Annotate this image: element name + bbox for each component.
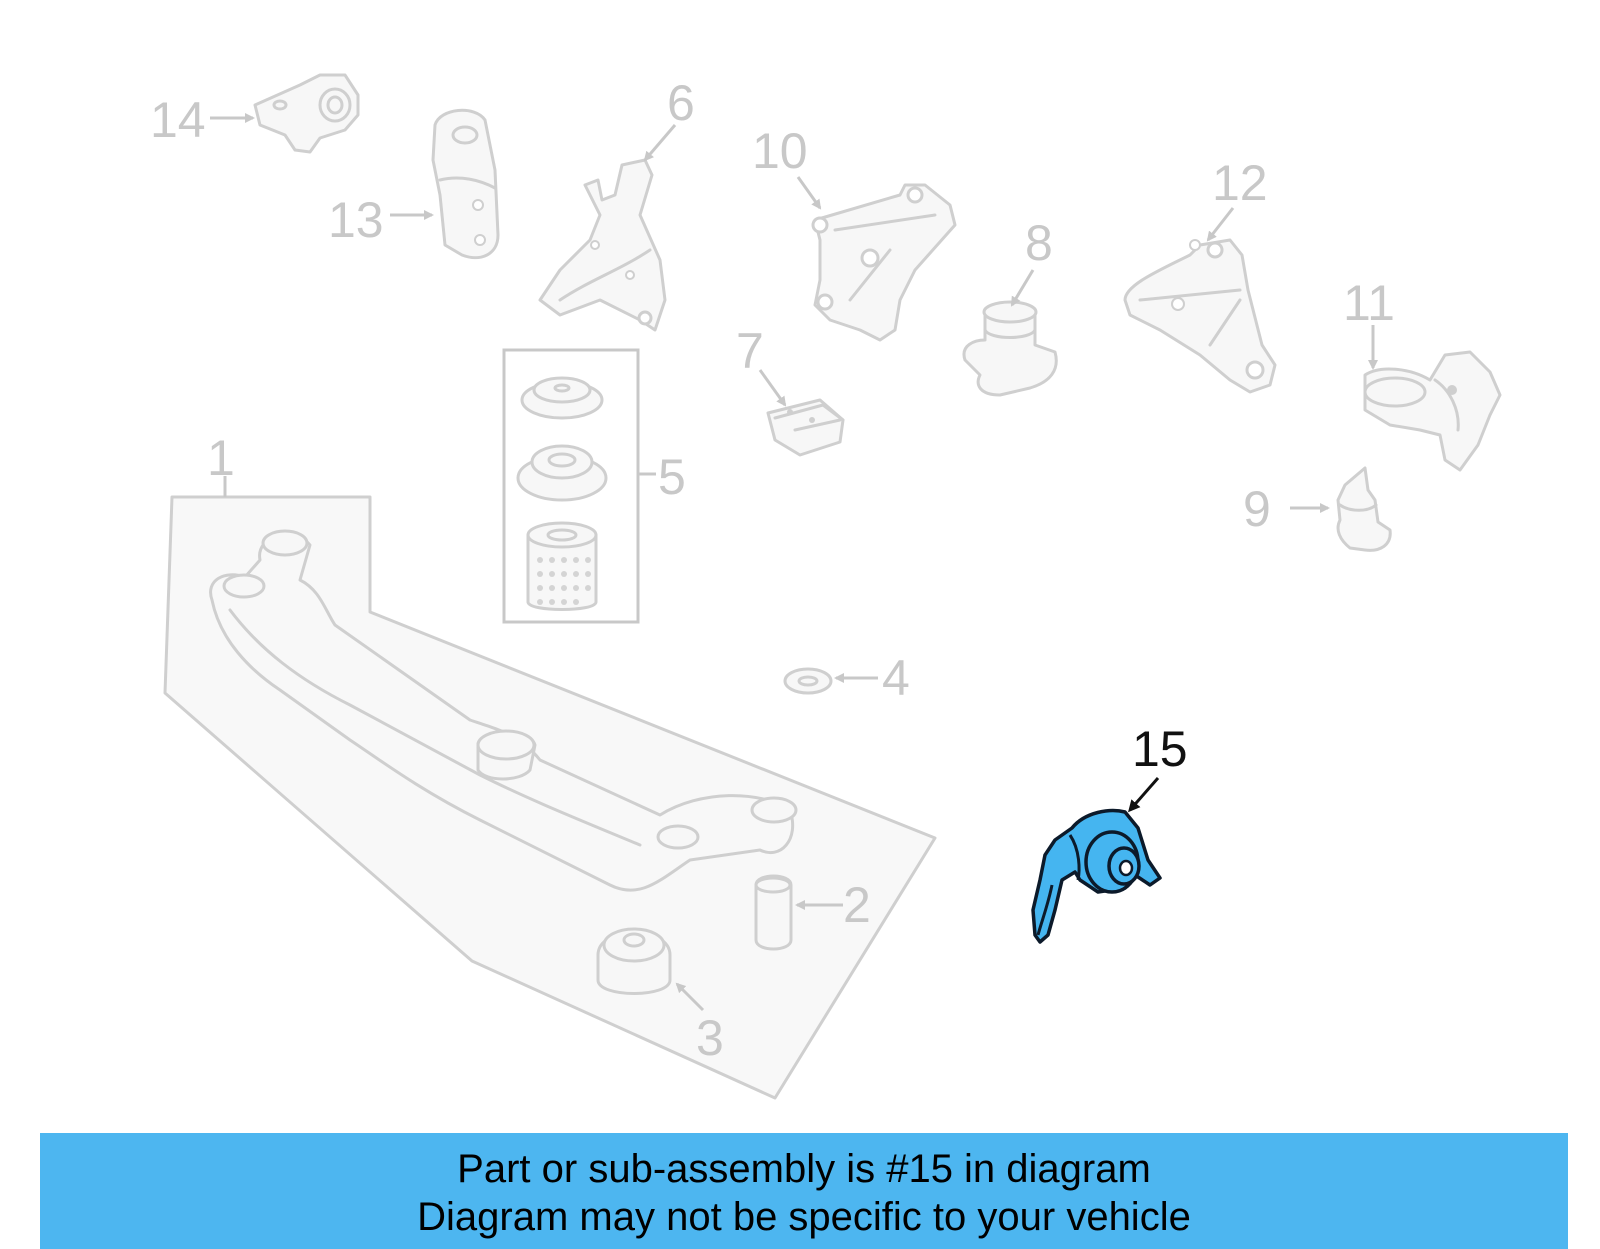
info-banner: Part or sub-assembly is #15 in diagram D… — [40, 1133, 1568, 1249]
part-12-bracket: 12 — [1123, 155, 1277, 394]
callout-10: 10 — [752, 123, 808, 179]
part-9-mount: 9 — [1243, 466, 1392, 552]
part-5-bushing-kit: 5 — [502, 348, 686, 624]
banner-line-1: Part or sub-assembly is #15 in diagram — [457, 1147, 1151, 1191]
part-2-bushing: 2 — [754, 874, 871, 951]
banner-line-2: Diagram may not be specific to your vehi… — [417, 1195, 1191, 1239]
callout-14: 14 — [150, 92, 206, 148]
callout-6: 6 — [667, 75, 695, 131]
part-7-block: 7 — [736, 323, 845, 457]
callout-9: 9 — [1243, 481, 1271, 537]
part-1-crossmember: 1 — [163, 430, 937, 1100]
part-11-mount: 11 — [1343, 275, 1502, 472]
callout-7: 7 — [736, 323, 764, 379]
callout-5: 5 — [658, 449, 686, 505]
part-8-mount: 8 — [962, 215, 1058, 397]
part-14-mount: 14 — [150, 73, 360, 154]
callout-15: 15 — [1132, 721, 1188, 777]
part-13-bracket: 13 — [328, 108, 500, 260]
callout-1: 1 — [207, 430, 235, 486]
callout-12: 12 — [1212, 155, 1268, 211]
part-15-highlighted-mount[interactable]: 15 — [1031, 721, 1188, 944]
callout-8: 8 — [1025, 215, 1053, 271]
part-10-bracket: 10 — [752, 123, 957, 342]
callout-3: 3 — [696, 1010, 724, 1066]
part-3-mount: 3 — [596, 927, 724, 1066]
part-6-bracket: 6 — [538, 75, 695, 332]
callout-13: 13 — [328, 192, 384, 248]
part-4-washer: 4 — [783, 650, 910, 706]
callout-2: 2 — [843, 877, 871, 933]
callout-11: 11 — [1343, 275, 1395, 331]
callout-4: 4 — [882, 650, 910, 706]
